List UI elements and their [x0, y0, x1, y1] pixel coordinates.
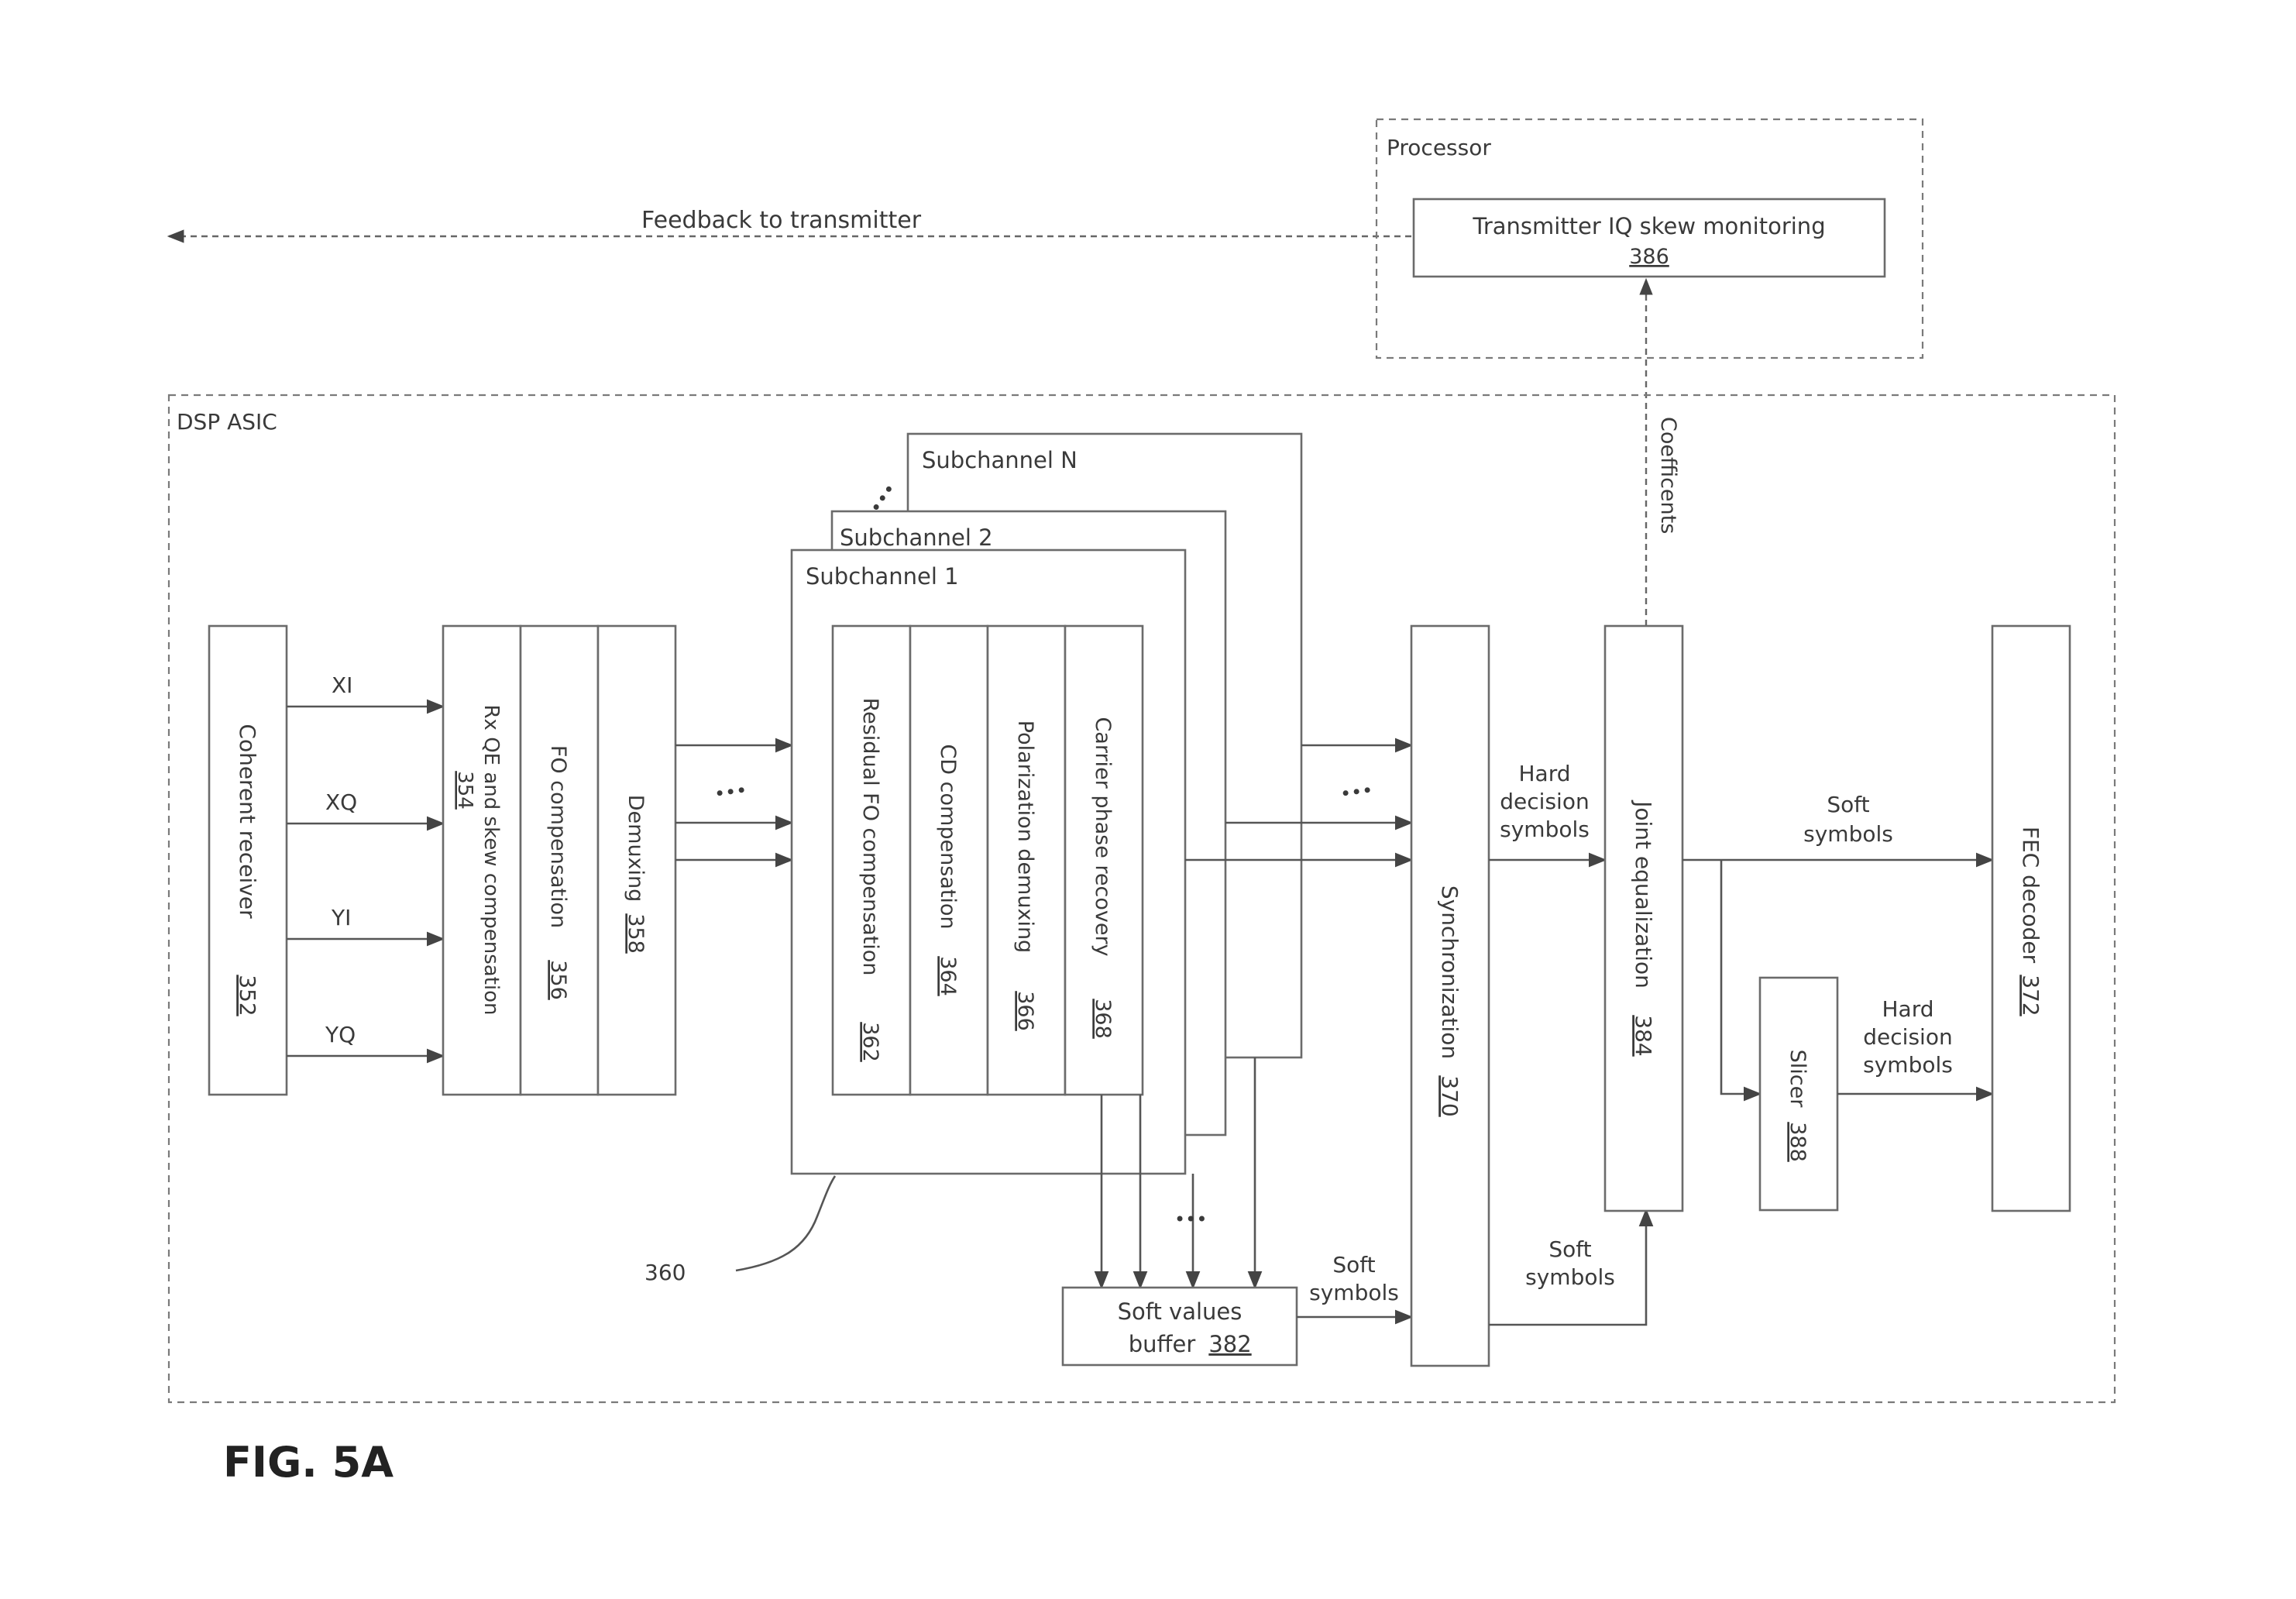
- residual-fo-ref: 362: [858, 1022, 882, 1062]
- coefficients-label: Coefficents: [1656, 417, 1680, 534]
- signal-label-yq: YQ: [325, 1022, 356, 1047]
- hard-decision-1b: decision: [1500, 789, 1589, 814]
- coherent-receiver-label: Coherent receiver: [235, 724, 260, 919]
- signal-label-yi: YI: [331, 905, 351, 930]
- polarization-demuxing-label: Polarization demuxing: [1013, 720, 1037, 953]
- hard-decision-2a: Hard: [1882, 996, 1933, 1022]
- cd-compensation-label: CD compensation: [936, 744, 960, 929]
- dsp-asic-title: DSP ASIC: [177, 409, 277, 435]
- buffer-ellipsis: •••: [1174, 1209, 1207, 1230]
- slicer-block: [1758, 976, 1839, 1212]
- synchronization-block: [1410, 624, 1490, 1367]
- joint-equalization-block: [1603, 624, 1684, 1212]
- soft-values-buffer-ref: 382: [1208, 1331, 1251, 1357]
- residual-fo-label: Residual FO compensation: [858, 698, 882, 976]
- signal-label-xi: XI: [332, 672, 352, 698]
- polarization-demuxing-ref: 366: [1013, 991, 1037, 1031]
- demux-ellipsis: •••: [713, 779, 748, 806]
- polarization-demuxing-block: [986, 624, 1067, 1096]
- iq-skew-monitoring-label: Transmitter IQ skew monitoring: [1472, 213, 1825, 239]
- coherent-receiver-block: [208, 624, 288, 1096]
- fec-decoder-label: FEC decoder: [2018, 827, 2043, 964]
- signal-label-xq: XQ: [325, 789, 357, 815]
- carrier-phase-recovery-label: Carrier phase recovery: [1091, 717, 1115, 956]
- subchannel-2-label: Subchannel 2: [840, 524, 993, 551]
- residual-fo-block: [831, 624, 912, 1096]
- fo-compensation-label: FO compensation: [546, 745, 570, 928]
- carrier-phase-recovery-ref: 368: [1091, 999, 1115, 1039]
- synchronization-label: Synchronization: [1437, 885, 1462, 1059]
- rx-qe-skew-label: Rx QE and skew compensation: [479, 704, 503, 1015]
- demuxing-label: Demuxing: [624, 795, 648, 903]
- dsp-asic-region: [167, 394, 2116, 1404]
- iq-skew-monitoring-block: [1412, 198, 1886, 278]
- iq-skew-monitoring-ref: 386: [1629, 245, 1669, 269]
- rx-qe-skew-ref: 354: [453, 771, 476, 810]
- rx-qe-skew-block: [442, 624, 522, 1096]
- hard-decision-1c: symbols: [1500, 817, 1590, 842]
- hard-decision-1a: Hard: [1518, 761, 1570, 786]
- demuxing-ref: 358: [624, 913, 648, 954]
- joint-equalization-ref: 384: [1631, 1015, 1656, 1056]
- synchronization-ref: 370: [1437, 1075, 1462, 1116]
- soft-symbols-eq-2: symbols: [1525, 1264, 1615, 1290]
- figure-label: FIG. 5A: [223, 1438, 394, 1487]
- subchannel-1-label: Subchannel 1: [806, 563, 959, 590]
- processor-region: [1375, 118, 1924, 359]
- soft-symbols-top-1: Soft: [1827, 792, 1869, 817]
- fo-compensation-ref: 356: [546, 960, 570, 1000]
- coherent-receiver-ref: 352: [235, 975, 260, 1016]
- ref-360-leader: [735, 1175, 837, 1272]
- soft-values-buffer-block: [1061, 1286, 1298, 1367]
- feedback-label: Feedback to transmitter: [641, 207, 922, 234]
- soft-values-buffer-line2: buffer: [1129, 1331, 1196, 1357]
- subchannel-n-label: Subchannel N: [922, 447, 1078, 473]
- soft-values-buffer-line1: Soft values: [1118, 1298, 1243, 1325]
- fec-decoder-ref: 372: [2018, 975, 2043, 1016]
- soft-symbols-top-2: symbols: [1803, 821, 1893, 847]
- soft-symbols-eq-1: Soft: [1548, 1236, 1591, 1262]
- carrier-phase-recovery-block: [1064, 624, 1144, 1096]
- ref-360-label: 360: [644, 1260, 686, 1285]
- soft-symbols-buf-2: symbols: [1309, 1280, 1399, 1305]
- slicer-ref: 388: [1786, 1122, 1810, 1162]
- hard-decision-2c: symbols: [1863, 1052, 1953, 1078]
- demuxing-block: [596, 624, 677, 1096]
- sync-in-ellipsis: •••: [1339, 779, 1374, 806]
- soft-symbols-buf-1: Soft: [1332, 1252, 1375, 1277]
- cd-compensation-ref: 364: [936, 956, 960, 996]
- slicer-label: Slicer: [1786, 1050, 1810, 1109]
- joint-equalization-label: Joint equalization: [1631, 800, 1656, 989]
- eq-to-slicer-arrow: [1720, 860, 1762, 1102]
- cd-compensation-block: [909, 624, 989, 1096]
- fec-decoder-block: [1991, 624, 2071, 1212]
- processor-title: Processor: [1387, 135, 1491, 160]
- hard-decision-2b: decision: [1863, 1024, 1952, 1050]
- sync-to-eq-soft-arrow: [1489, 1208, 1654, 1326]
